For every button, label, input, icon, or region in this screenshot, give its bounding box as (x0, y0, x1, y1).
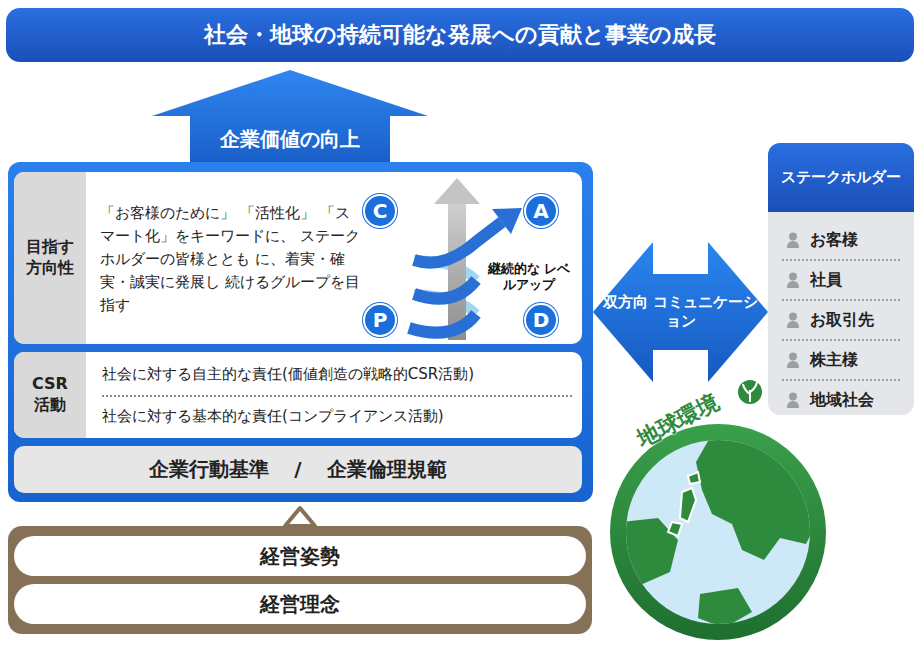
japan-island (680, 488, 696, 522)
person-body (787, 361, 799, 368)
person-icon (786, 232, 800, 248)
pdca-letter: D (526, 305, 556, 335)
pill-text: 経営理念 (14, 584, 586, 624)
pdca-letter: A (526, 196, 556, 226)
stakeholder-item: 地域社会 (810, 388, 910, 412)
cycle-label: 継続的な レベルアップ (484, 256, 574, 298)
stakeholder-item: お客様 (810, 228, 910, 252)
standards-band: 企業行動基準 / 企業倫理規範 (14, 446, 582, 493)
connector (593, 242, 768, 382)
person-head (789, 313, 797, 321)
pdca-circle: A (524, 194, 558, 228)
pdca-circle: C (363, 194, 397, 228)
person-icon (786, 352, 800, 368)
leaf-badge (738, 380, 762, 404)
leaf-icon (743, 382, 757, 402)
stakeholder-item: お取引先 (810, 308, 910, 332)
globe-ring (610, 424, 826, 640)
pdca-letter: P (365, 305, 395, 335)
foundation-panel: 経営姿勢経営理念 (8, 526, 592, 634)
person-head (789, 233, 797, 241)
japan-island (688, 472, 700, 484)
band-text: 企業行動基準 / 企業倫理規範 (14, 446, 582, 493)
stakeholder-item: 株主様 (810, 348, 910, 372)
foundation-pill: 経営理念 (14, 584, 586, 624)
connector (285, 508, 315, 526)
pdca-letter: C (365, 196, 395, 226)
banner-text: 社会・地球の持続可能な発展への貢献と事業の成長 (6, 8, 914, 62)
row-body: 「お客様のために」 「活性化」 「スマート化」をキーワードに、 ステークホルダー… (100, 202, 362, 324)
row-heading: CSR 活動 (25, 352, 75, 438)
dotted-separator (782, 379, 900, 381)
ribbon-arrowhead (492, 208, 522, 234)
banner: 社会・地球の持続可能な発展への貢献と事業の成長 (6, 8, 914, 62)
person-icon (786, 272, 800, 288)
continent (696, 434, 822, 560)
growth-arrow-head (434, 178, 480, 204)
stakeholder-panel: ステークホルダーお客様社員お取引先株主様地域社会 (768, 143, 914, 415)
csr-row: CSR 活動社会に対する自主的な責任(価値創造の戦略的CSR活動) 社会に対する基… (14, 352, 582, 438)
dotted-separator (782, 339, 900, 341)
row-heading: 目指す 方向性 (22, 172, 78, 344)
person-icon (786, 312, 800, 328)
direction-row: 目指す 方向性「お客様のために」 「活性化」 「スマート化」をキーワードに、 ス… (14, 172, 582, 344)
pdca-circle: P (363, 303, 397, 337)
csr-text: 社会に対する基本的な責任(コンプライアンス活動) (102, 400, 574, 432)
panel-heading: ステークホルダー (768, 143, 914, 212)
person-icon (786, 392, 800, 408)
person-body (787, 281, 799, 288)
person-body (787, 241, 799, 248)
ribbon-front (409, 314, 476, 333)
person-head (789, 273, 797, 281)
edge-label: 双方向 コミュニケーション (601, 293, 761, 331)
stakeholder-item: 社員 (810, 268, 910, 292)
person-head (789, 393, 797, 401)
ribbon-front (414, 222, 502, 263)
japan-island (668, 522, 682, 536)
person-body (787, 401, 799, 408)
edge-label: 企業価値の向上 (220, 127, 360, 152)
csr-text: 社会に対する自主的な責任(価値創造の戦略的CSR活動) (102, 358, 574, 390)
dotted-separator (102, 395, 572, 397)
pill-text: 経営姿勢 (14, 536, 586, 576)
ribbon-front (414, 280, 476, 299)
main-panel: 目指す 方向性「お客様のために」 「活性化」 「スマート化」をキーワードに、 ス… (8, 162, 593, 502)
person-body (787, 321, 799, 328)
dotted-separator (782, 259, 900, 261)
connector (152, 70, 428, 162)
continent (698, 588, 752, 628)
person-head (789, 353, 797, 361)
earth-globe: 地球環境 (600, 372, 840, 642)
pdca-circle: D (524, 303, 558, 337)
dotted-separator (782, 299, 900, 301)
foundation-pill: 経営姿勢 (14, 536, 586, 576)
